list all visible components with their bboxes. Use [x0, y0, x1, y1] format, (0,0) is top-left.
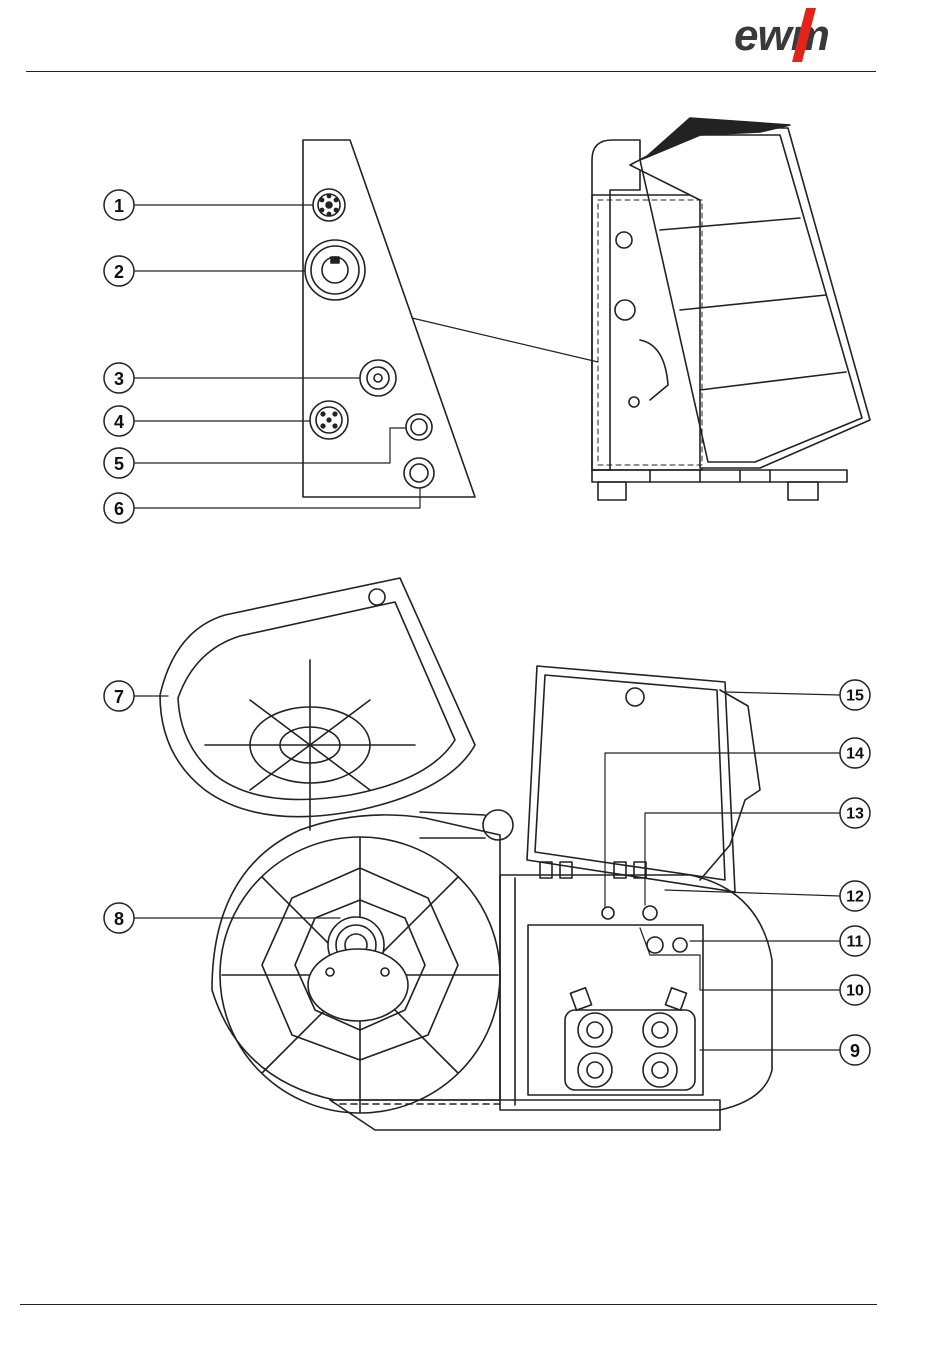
callout-number-9: 9 — [850, 1041, 860, 1061]
connector-2-icon — [305, 240, 365, 300]
callout-number-3: 3 — [114, 369, 124, 389]
callout-number-4: 4 — [114, 412, 124, 432]
wire-feeder-open-view — [160, 578, 772, 1130]
connector-1-icon — [313, 189, 345, 221]
connector-3-icon — [360, 360, 396, 396]
connector-panel-detail — [303, 140, 598, 497]
connector-6-icon — [404, 458, 434, 488]
connector-4-icon — [310, 401, 348, 439]
callout-number-6: 6 — [114, 499, 124, 519]
callout-number-13: 13 — [846, 806, 864, 823]
device-side-view — [592, 118, 870, 500]
callout-number-15: 15 — [846, 688, 864, 705]
drive-rollers-icon — [565, 988, 695, 1090]
callout-number-12: 12 — [846, 889, 864, 906]
callout-number-11: 11 — [847, 934, 864, 951]
callout-number-14: 14 — [846, 746, 864, 763]
callout-number-1: 1 — [114, 196, 124, 216]
callout-number-5: 5 — [114, 454, 124, 474]
footer-rule — [20, 1304, 877, 1305]
connector-5-icon — [406, 414, 432, 440]
callout-number-7: 7 — [114, 687, 124, 707]
callout-number-10: 10 — [846, 983, 864, 1000]
callout-number-8: 8 — [114, 909, 124, 929]
callout-number-2: 2 — [114, 262, 124, 282]
